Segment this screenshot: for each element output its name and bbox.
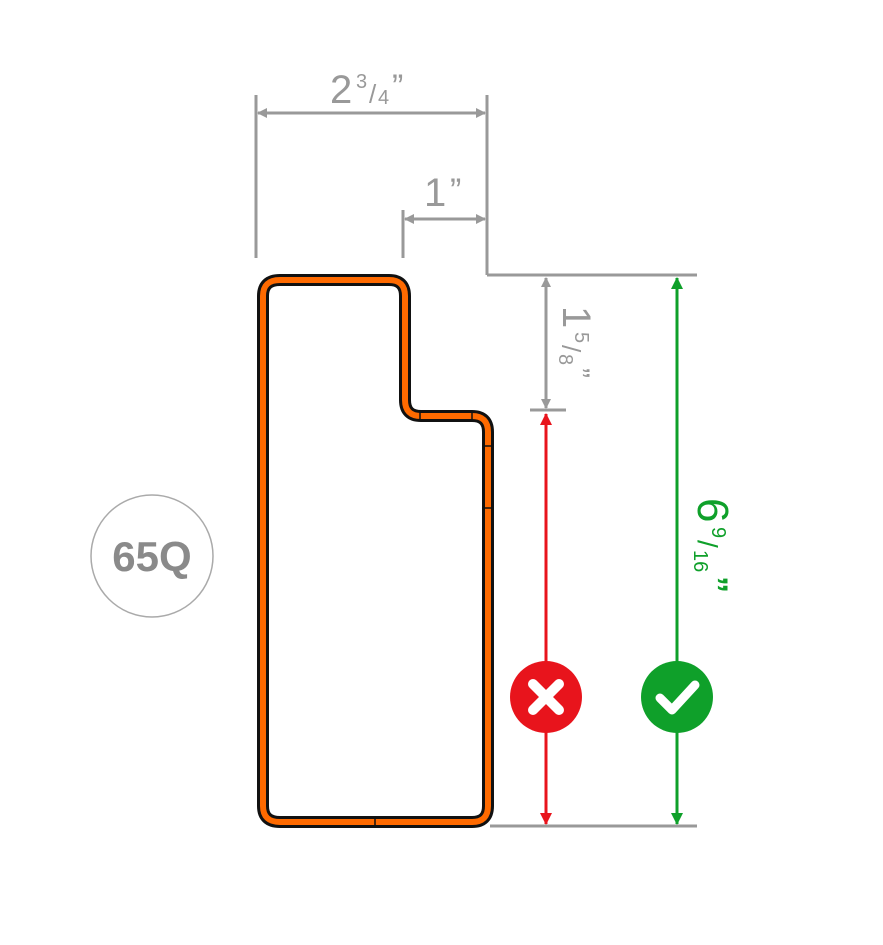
svg-text:”: ” bbox=[392, 68, 403, 106]
svg-text:/: / bbox=[556, 345, 586, 353]
svg-text:”: ” bbox=[450, 172, 461, 210]
svg-text:1: 1 bbox=[424, 171, 446, 215]
svg-text:3: 3 bbox=[356, 71, 367, 93]
dimension-lines bbox=[254, 95, 697, 828]
svg-text:5: 5 bbox=[570, 332, 592, 343]
svg-text:1: 1 bbox=[554, 306, 598, 328]
svg-text:”: ” bbox=[562, 368, 595, 378]
model-badge: 65Q bbox=[90, 494, 214, 618]
svg-text:4: 4 bbox=[378, 87, 389, 109]
frame-profile bbox=[257, 274, 494, 828]
svg-text:8: 8 bbox=[554, 354, 576, 365]
rabbet-depth-label: 1 5 / 8 ” bbox=[554, 306, 598, 378]
svg-text:65Q: 65Q bbox=[112, 533, 191, 580]
check-icon bbox=[641, 661, 713, 733]
svg-text:”: ” bbox=[696, 576, 734, 593]
overall-depth-label: 6 9 / 16 ” bbox=[688, 498, 737, 593]
svg-text:6: 6 bbox=[688, 498, 737, 522]
rabbet-width-label: 1 ” bbox=[424, 171, 461, 215]
svg-text:/: / bbox=[692, 540, 723, 548]
svg-text:9: 9 bbox=[707, 527, 729, 538]
svg-text:16: 16 bbox=[689, 550, 711, 572]
svg-text:/: / bbox=[369, 79, 377, 109]
svg-text:2: 2 bbox=[330, 68, 352, 112]
x-icon bbox=[510, 661, 582, 733]
overall-width-label: 2 3 / 4 ” bbox=[330, 68, 403, 112]
